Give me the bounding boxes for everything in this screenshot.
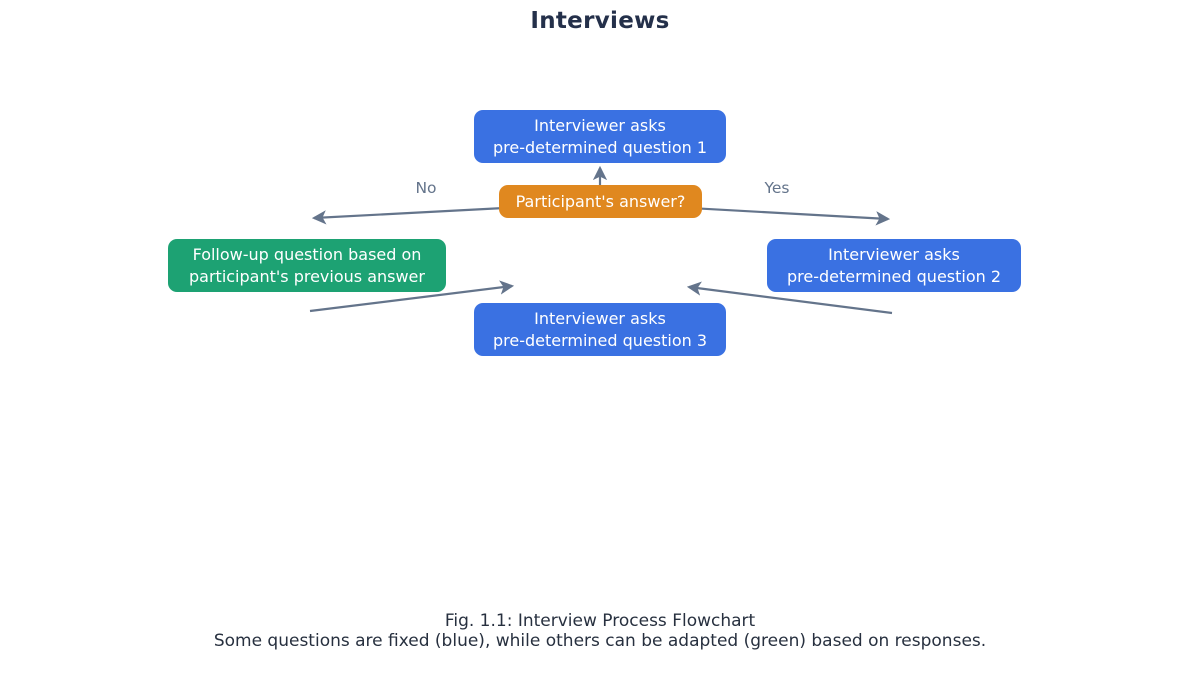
node-text-line: participant's previous answer bbox=[189, 266, 425, 286]
diagram-title: Interviews bbox=[530, 8, 670, 34]
edge-label-yes: Yes bbox=[764, 179, 790, 197]
node-predetermined-question-1: Interviewer asks pre-determined question… bbox=[474, 110, 726, 163]
node-predetermined-question-2: Interviewer asks pre-determined question… bbox=[767, 239, 1021, 292]
node-follow-up-question: Follow-up question based on participant'… bbox=[168, 239, 446, 292]
arrow-follow-up-to-question-3 bbox=[309, 280, 515, 313]
node-participants-answer: Participant's answer? bbox=[499, 185, 702, 218]
node-text-line: pre-determined question 3 bbox=[492, 330, 708, 350]
arrow-question-2-to-question-3 bbox=[686, 281, 893, 315]
node-text-line: Interviewer asks bbox=[828, 245, 960, 265]
edge-label-no: No bbox=[415, 179, 437, 197]
node-text-line: Interviewer asks bbox=[534, 309, 666, 329]
figure-caption: Fig. 1.1: Interview Process Flowchart So… bbox=[0, 611, 1200, 651]
node-text-line: pre-determined question 2 bbox=[786, 266, 1002, 286]
node-text-line: Follow-up question based on bbox=[192, 245, 422, 265]
node-text-line: Participant's answer? bbox=[515, 191, 686, 211]
caption-line-1: Fig. 1.1: Interview Process Flowchart bbox=[444, 611, 756, 631]
caption-line-2: Some questions are fixed (blue), while o… bbox=[213, 631, 987, 651]
node-text-line: Interviewer asks bbox=[534, 116, 666, 136]
node-predetermined-question-3: Interviewer asks pre-determined question… bbox=[474, 303, 726, 356]
node-text-line: pre-determined question 1 bbox=[492, 137, 708, 157]
